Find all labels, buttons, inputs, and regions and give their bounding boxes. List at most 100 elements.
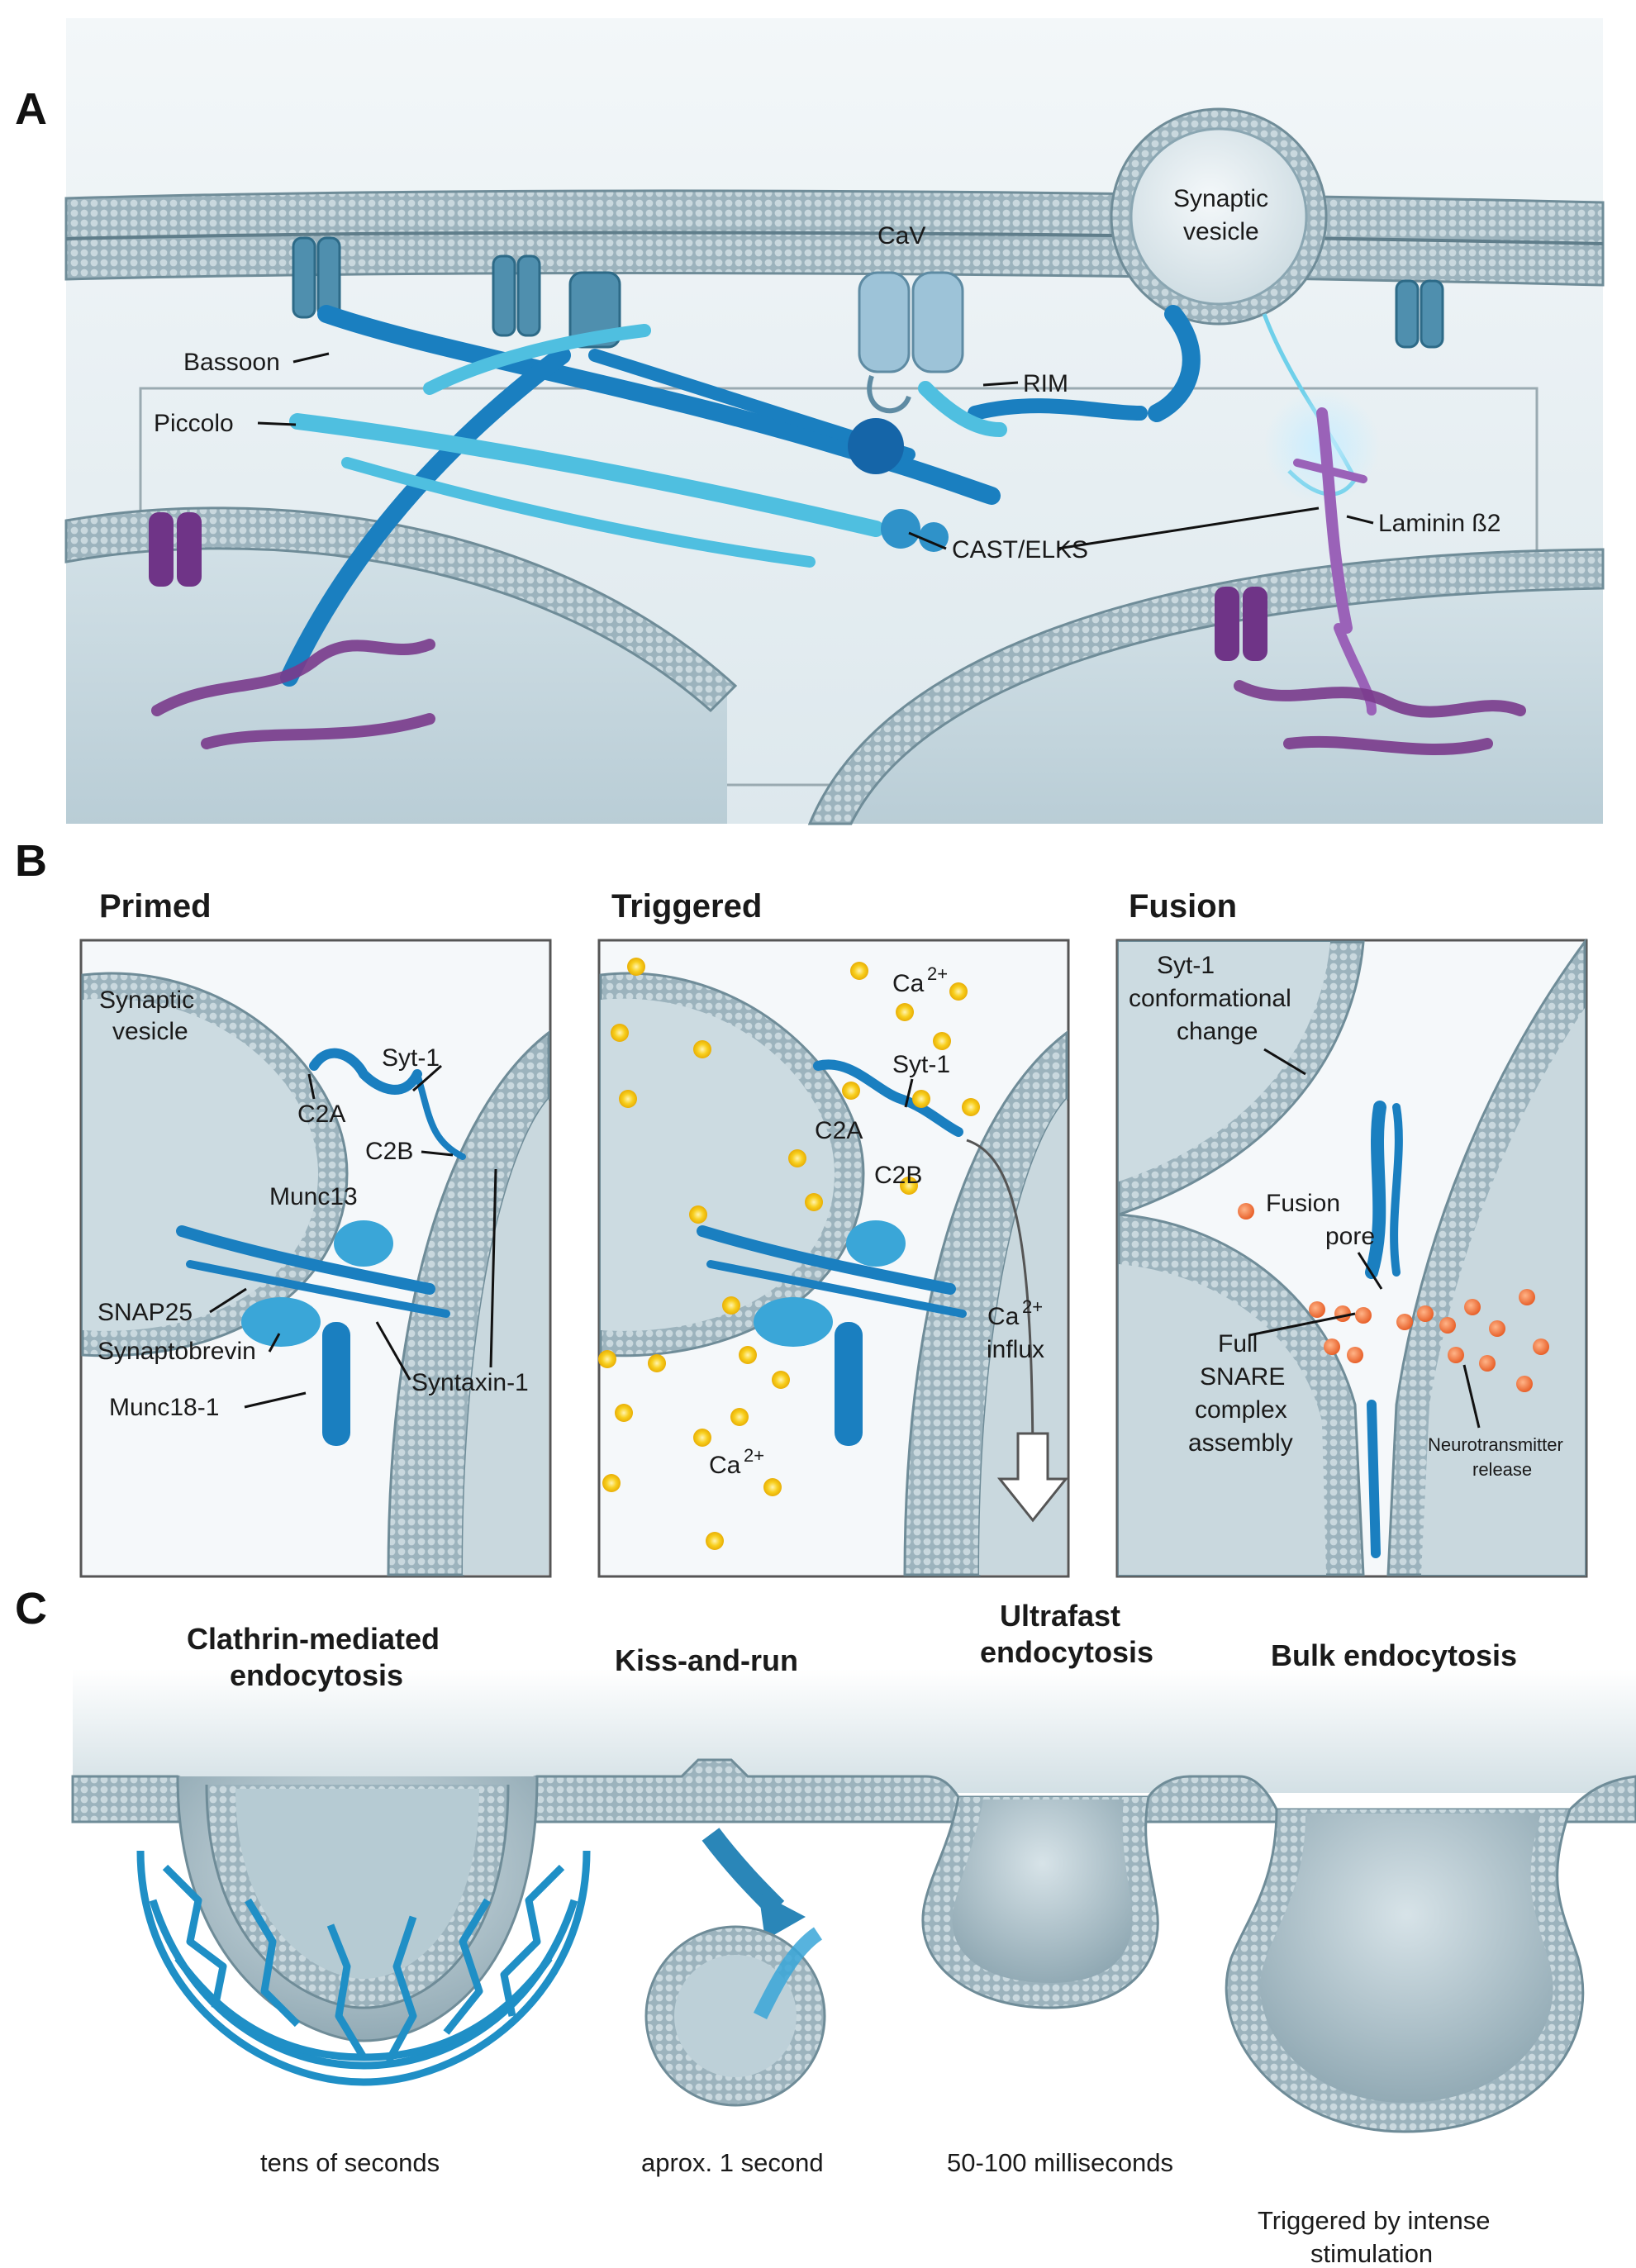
neurotransmitter-molecule	[1396, 1314, 1413, 1330]
panel-c: C	[15, 1584, 1636, 2268]
laminin-beta2	[1293, 407, 1377, 716]
label-piccolo: Piccolo	[154, 410, 234, 437]
label-cast-elks: CAST/ELKS	[952, 536, 1088, 563]
primed-label-vesicle-2: vesicle	[112, 1018, 188, 1045]
neurotransmitter-molecule	[1324, 1338, 1340, 1355]
bassoon-strands	[280, 305, 1201, 687]
munc13-blob	[334, 1220, 393, 1267]
panel-a: A	[15, 18, 1605, 825]
primed-label-syt1: Syt-1	[382, 1044, 440, 1072]
label-cav: CaV	[877, 222, 925, 250]
calcium-ion	[598, 1350, 616, 1368]
membrane-channels	[292, 236, 1444, 349]
primed-label-synaptobrevin: Synaptobrevin	[97, 1338, 256, 1365]
panel-b-triggered: Triggered Ca 2+ Syt-1 C2A C	[597, 888, 1070, 1578]
ultrafast-time: 50-100 milliseconds	[947, 2148, 1173, 2177]
calcium-ion	[619, 1090, 637, 1108]
neurotransmitter-molecule	[1309, 1301, 1325, 1318]
neurotransmitter-molecule	[1489, 1320, 1505, 1337]
postsynaptic-membrane-right	[807, 548, 1605, 825]
panel-b-letter: B	[15, 836, 47, 886]
fusion-label-pore-1: Fusion	[1266, 1190, 1340, 1217]
calcium-ion	[763, 1478, 782, 1496]
calcium-ion	[722, 1296, 740, 1315]
triggered-blob-3	[835, 1322, 863, 1446]
bulk-time-1: Triggered by intense	[1258, 2206, 1490, 2235]
fusion-label-nt-2: release	[1472, 1459, 1532, 1480]
postsynaptic-membrane-left	[64, 506, 738, 713]
triggered-blob-2	[754, 1297, 833, 1347]
calcium-ion	[850, 962, 868, 980]
kiss-and-run-time: aprox. 1 second	[641, 2148, 824, 2177]
ca-influx-arrow	[966, 1139, 1069, 1523]
primed-label-snap25: SNAP25	[97, 1299, 193, 1326]
triggered-label-syt1: Syt-1	[892, 1051, 950, 1078]
panel-b-primed: Primed Synaptic vesicle Syt-1 C2A C2B Mu…	[79, 888, 552, 1578]
calcium-ion	[730, 1408, 749, 1426]
triggered-label-c2a: C2A	[815, 1117, 863, 1144]
calcium-ion	[627, 958, 645, 976]
neurotransmitter-molecule	[1519, 1289, 1535, 1305]
primed-label-c2b: C2B	[365, 1138, 413, 1165]
primed-label-munc18: Munc18-1	[109, 1394, 219, 1421]
calcium-ion	[602, 1474, 621, 1492]
triggered-title: Triggered	[611, 888, 762, 925]
fusion-label-snare-2: SNARE	[1200, 1363, 1285, 1391]
calcium-ion	[693, 1040, 711, 1058]
neurotransmitter-molecule	[1334, 1305, 1351, 1322]
primed-label-vesicle-1: Synaptic	[99, 987, 194, 1014]
neurotransmitter-dots	[1238, 1203, 1549, 1392]
label-synaptic-vesicle-1: Synaptic	[1173, 185, 1268, 212]
calcium-ion	[933, 1032, 951, 1050]
fusion-snare	[1365, 1101, 1403, 1558]
ultrafast-title-2: endocytosis	[980, 1635, 1153, 1669]
neurotransmitter-molecule	[1439, 1317, 1456, 1334]
neurotransmitter-molecule	[1347, 1347, 1363, 1363]
fusion-cell-left	[1119, 1264, 1326, 1575]
presynaptic-membrane-midline	[65, 231, 1604, 245]
calcium-ion	[842, 1082, 860, 1100]
postsynaptic-tangles	[151, 639, 1526, 756]
fusion-label-nt-1: Neurotransmitter	[1428, 1434, 1563, 1455]
calcium-ion	[689, 1205, 707, 1224]
clathrin-title-2: endocytosis	[230, 1658, 403, 1692]
calcium-ions	[598, 958, 980, 1550]
triggered-label-influx-charge: 2+	[1022, 1296, 1043, 1317]
neurotransmitter-molecule	[1464, 1299, 1481, 1315]
primed-cell-interior	[463, 1099, 549, 1575]
primed-label-c2a: C2A	[297, 1101, 345, 1128]
neurotransmitter-molecule	[1448, 1347, 1464, 1363]
synaptic-vesicle-a	[1110, 107, 1328, 326]
calcium-ion	[615, 1404, 633, 1422]
clathrin-title-1: Clathrin-mediated	[187, 1622, 440, 1656]
calcium-ion	[949, 982, 968, 1001]
panel-a-letter: A	[15, 84, 47, 134]
calcium-ion	[611, 1024, 629, 1042]
triggered-proteins	[697, 1059, 967, 1318]
piccolo-strands	[289, 324, 1007, 568]
panel-b: B Primed Synaptic vesicle Syt-1 C2A C2B …	[15, 836, 1588, 1578]
fusion-label-snare-3: complex	[1195, 1396, 1287, 1424]
primed-title: Primed	[99, 888, 212, 925]
triggered-label-c2b: C2B	[874, 1162, 922, 1189]
fusion-label-syt-3: change	[1177, 1018, 1258, 1045]
primed-label-munc13: Munc13	[269, 1183, 358, 1210]
bulk-time-2: stimulation	[1310, 2239, 1433, 2268]
kiss-and-run	[644, 1828, 826, 2107]
calcium-ion	[706, 1532, 724, 1550]
neurotransmitter-molecule	[1516, 1376, 1533, 1392]
calcium-ion	[900, 1177, 918, 1195]
neurotransmitter-molecule	[1417, 1305, 1434, 1322]
kiss-and-run-title: Kiss-and-run	[615, 1643, 798, 1677]
panel-a-leaders	[257, 352, 1374, 550]
neurotransmitter-molecule	[1355, 1307, 1372, 1324]
fusion-label-syt-1: Syt-1	[1157, 952, 1215, 979]
calcium-ion	[772, 1371, 790, 1389]
cast-elks-cluster	[848, 418, 949, 552]
clathrin-time: tens of seconds	[260, 2148, 440, 2177]
calcium-ion	[805, 1193, 823, 1211]
fusion-cell-right	[1421, 1008, 1585, 1575]
calcium-ion	[648, 1354, 666, 1372]
postsynaptic-cell-right	[826, 578, 1603, 824]
